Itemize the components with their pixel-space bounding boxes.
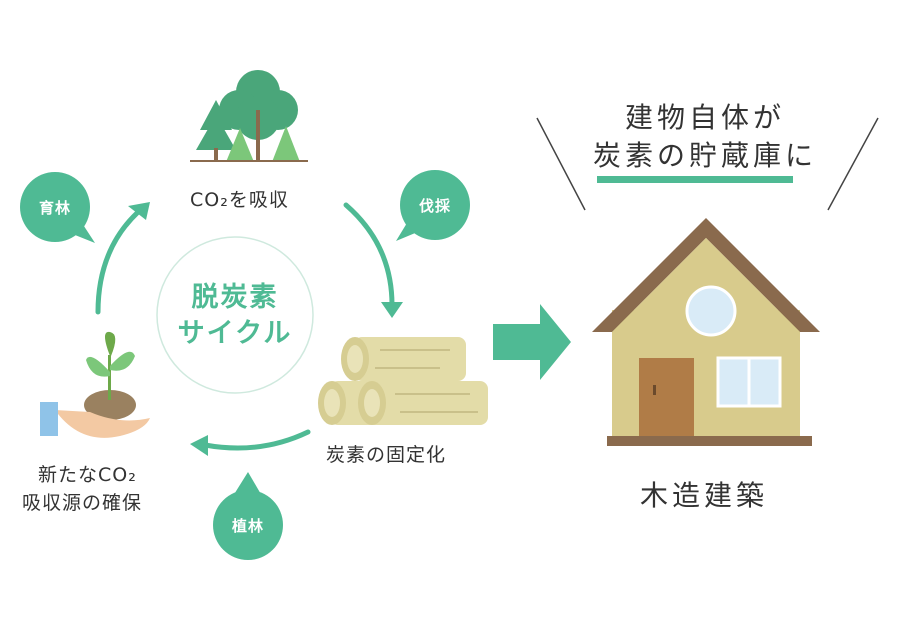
house-icon [592, 218, 820, 446]
bubble-harvest [396, 170, 470, 241]
headline-line2: 炭素の貯蔵庫に [592, 139, 817, 172]
step-secure-label-line1: 新たなCO₂ [38, 464, 137, 486]
cycle-center-circle [156, 236, 314, 394]
cycle-title-line1: 脱炭素 [191, 282, 279, 313]
bubble-nurture-label: 育林 [38, 199, 71, 217]
headline-slash-right [827, 117, 879, 211]
arrow-planting-head [190, 435, 208, 456]
arrow-nurture-head [128, 202, 150, 220]
big-arrow [493, 304, 571, 380]
step-absorb-label: CO₂を吸収 [190, 189, 289, 211]
bubble-planting [213, 472, 283, 560]
step-fix-label: 炭素の固定化 [326, 444, 447, 466]
arrow-harvest-head [381, 302, 403, 318]
arrow-planting [202, 429, 311, 451]
arrow-harvest [343, 202, 395, 308]
house-label: 木造建築 [640, 479, 769, 512]
bubble-harvest-label: 伐採 [418, 197, 451, 215]
headline-line1: 建物自体が [624, 101, 785, 134]
sprout-hand-icon [40, 331, 150, 438]
headline-underline [597, 176, 793, 183]
bubble-nurture [20, 172, 95, 243]
step-secure-label-line2: 吸収源の確保 [22, 492, 143, 514]
bubble-planting-label: 植林 [231, 517, 264, 535]
logs-icon [318, 337, 488, 425]
arrow-nurture [95, 209, 141, 315]
cycle-title-line2: サイクル [177, 318, 293, 349]
forest-icon [190, 70, 308, 162]
headline-slash-left [536, 117, 586, 211]
cycle-title: 脱炭素 サイクル [165, 280, 305, 352]
